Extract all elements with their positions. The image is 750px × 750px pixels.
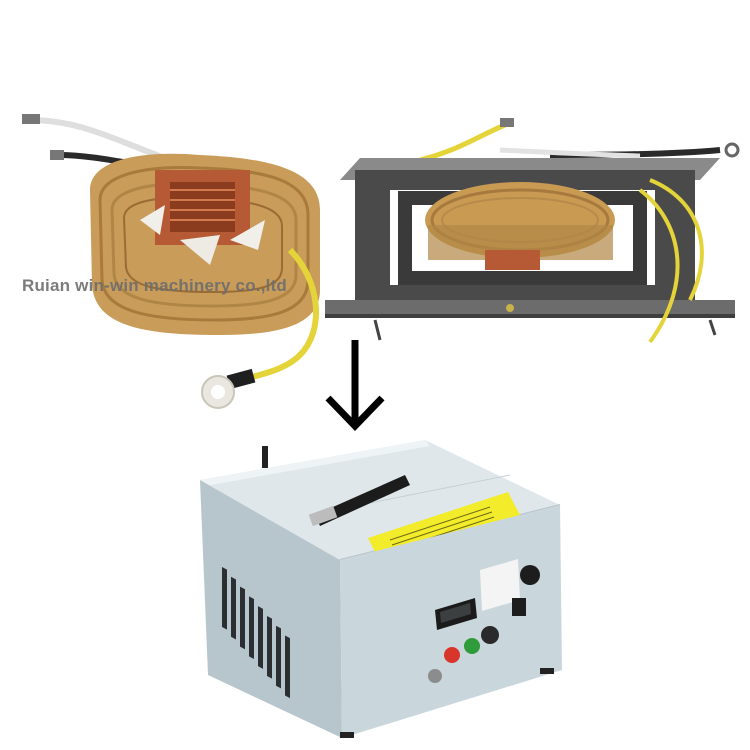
bare-coil-image <box>22 114 320 409</box>
coil-in-frame-image <box>325 118 740 344</box>
power-supply-unit-image <box>200 440 562 738</box>
watermark-text: Ruian win-win machinery co.,ltd <box>22 276 288 295</box>
down-arrow-icon <box>325 340 385 432</box>
